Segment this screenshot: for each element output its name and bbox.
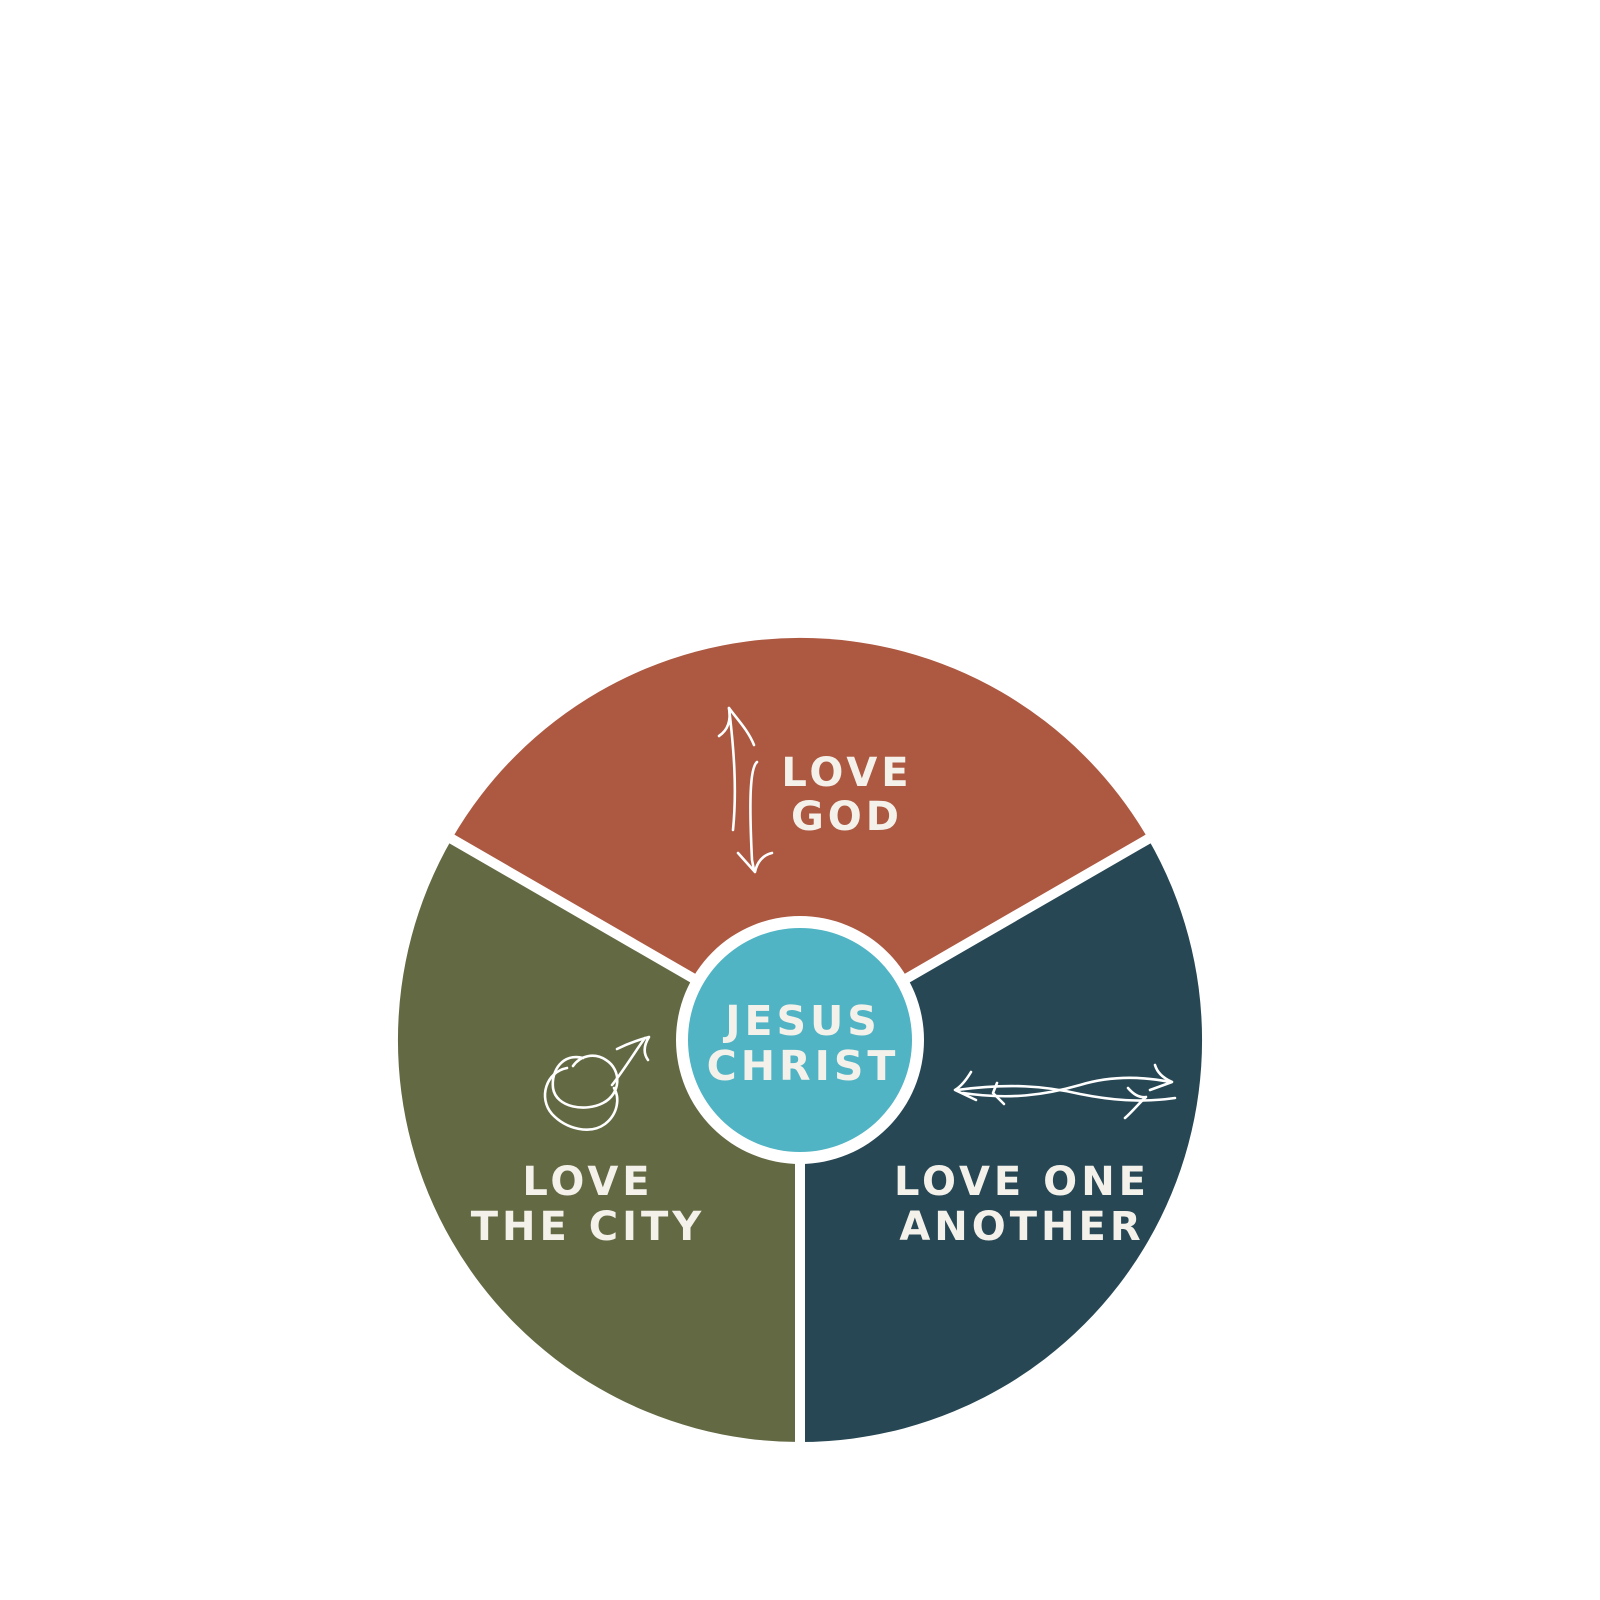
love-god-label-line2: GOD	[791, 794, 903, 840]
vertical-double-arrow-icon	[717, 706, 774, 874]
love-god-label-line1: LOVE	[781, 750, 912, 796]
love-one-another-label-line1: LOVE ONE	[894, 1159, 1150, 1205]
loop-arrow-icon	[543, 1035, 651, 1131]
center-label-line1: JESUS	[722, 997, 881, 1045]
center-circle	[688, 928, 912, 1152]
love-the-city-label-line2: THE CITY	[471, 1204, 706, 1250]
love-one-another-label-line2: ANOTHER	[899, 1204, 1144, 1250]
love-the-city-label-line1: LOVE	[522, 1159, 653, 1205]
center-label-line2: CHRIST	[707, 1042, 900, 1090]
horizontal-double-arrow-icon	[953, 1063, 1177, 1120]
